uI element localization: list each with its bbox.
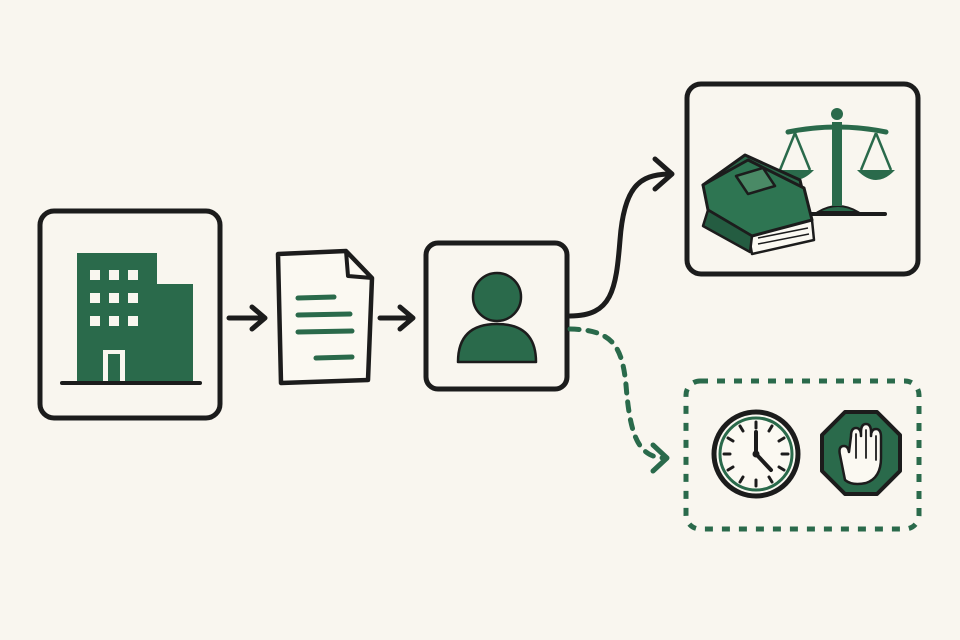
arrowhead-icon: [249, 304, 268, 332]
scales-of-justice-icon: [776, 108, 895, 216]
stop-hand-icon: [820, 410, 902, 496]
legal-node: [684, 81, 921, 277]
edge-document-to-person: [377, 304, 416, 332]
legal-node-frame: [684, 81, 921, 277]
office-building-icon: [60, 253, 202, 385]
halt-node-frame: [683, 378, 922, 532]
document-node: [275, 248, 375, 386]
organization-node: [37, 208, 223, 421]
law-book-icon: [701, 153, 816, 256]
arrowhead-icon: [652, 156, 675, 192]
person-icon: [456, 271, 538, 364]
edge-person-to-halt: [567, 326, 670, 474]
arrowhead-icon: [650, 442, 670, 474]
document-icon: [275, 248, 375, 386]
person-node-frame: [423, 240, 570, 392]
arrowhead-icon: [397, 304, 416, 332]
clock-icon: [711, 409, 801, 499]
halt-node: [683, 378, 922, 532]
edge-organization-to-document: [226, 304, 268, 332]
edge-person-to-legal: [567, 156, 675, 319]
person-node: [423, 240, 570, 392]
organization-node-frame: [37, 208, 223, 421]
